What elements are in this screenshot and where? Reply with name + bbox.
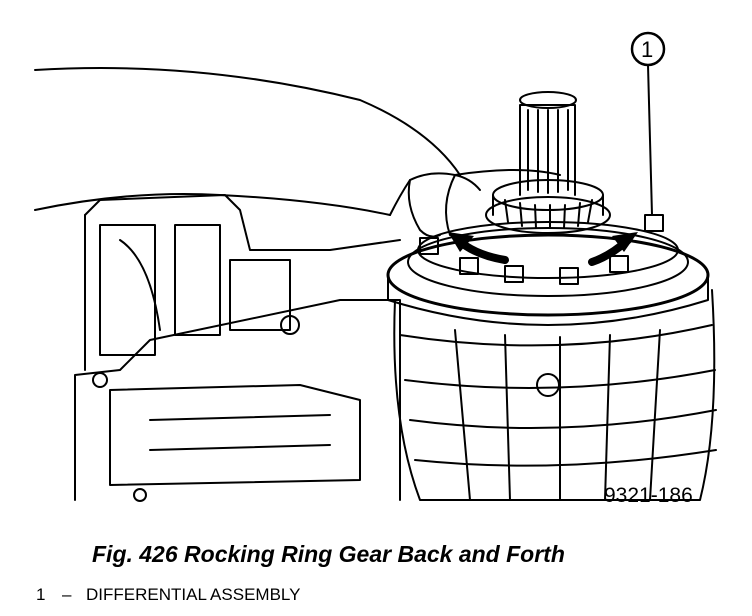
finned-housing [393, 289, 717, 501]
legend-separator: – [62, 585, 72, 604]
arrow-heads [448, 232, 638, 252]
callout-1 [630, 31, 666, 216]
legend-item: 1–DIFFERENTIAL ASSEMBLY [36, 585, 300, 605]
figure-caption: Fig. 426 Rocking Ring Gear Back and Fort… [92, 541, 565, 567]
rocking-arrows [454, 236, 632, 266]
legend-label: DIFFERENTIAL ASSEMBLY [86, 585, 301, 604]
callout-number: 1 [641, 37, 653, 62]
transaxle-case [74, 194, 401, 502]
technician-hand [34, 67, 561, 238]
line-art-illustration: 1 9321-186 [34, 31, 717, 507]
legend-number: 1 [36, 585, 46, 604]
figure-id: 9321-186 [604, 484, 693, 507]
differential-assembly [386, 91, 710, 326]
